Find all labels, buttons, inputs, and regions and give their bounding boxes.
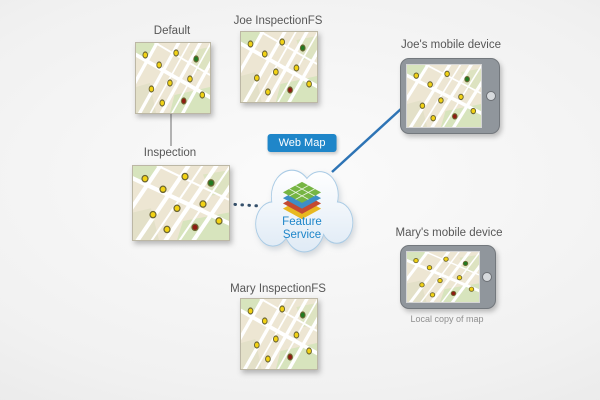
map-image — [136, 43, 210, 113]
map-thumbnail-inspection — [132, 165, 230, 241]
map-thumbnail-default — [135, 42, 211, 114]
joe-inspectionfs-label: Joe InspectionFS — [233, 15, 323, 27]
joe-device-screen — [406, 64, 482, 128]
home-button-icon — [482, 272, 492, 282]
feature-service-cloud: Web Map — [246, 134, 358, 264]
map-image — [407, 65, 481, 127]
map-thumbnail-mary-inspectionfs — [240, 298, 318, 370]
joe-mobile-device — [400, 58, 500, 134]
mary-inspectionfs-label: Mary InspectionFS — [230, 283, 326, 295]
home-button-icon — [486, 91, 496, 101]
local-copy-caption: Local copy of map — [410, 314, 484, 324]
map-image — [241, 299, 317, 369]
map-thumbnail-joe-inspectionfs — [240, 31, 318, 103]
map-image — [133, 166, 229, 240]
mary-device-label: Mary's mobile device — [395, 227, 503, 239]
map-image — [241, 32, 317, 102]
mary-device-screen — [406, 251, 480, 303]
mary-mobile-device — [400, 245, 496, 309]
default-version-label: Default — [153, 25, 191, 37]
feature-service-label: Feature Service — [282, 216, 322, 242]
inspection-version-label: Inspection — [143, 147, 197, 159]
map-image — [407, 252, 479, 302]
map-layers-icon — [282, 181, 322, 220]
web-map-badge: Web Map — [267, 134, 337, 152]
joe-device-label: Joe's mobile device — [401, 39, 501, 51]
